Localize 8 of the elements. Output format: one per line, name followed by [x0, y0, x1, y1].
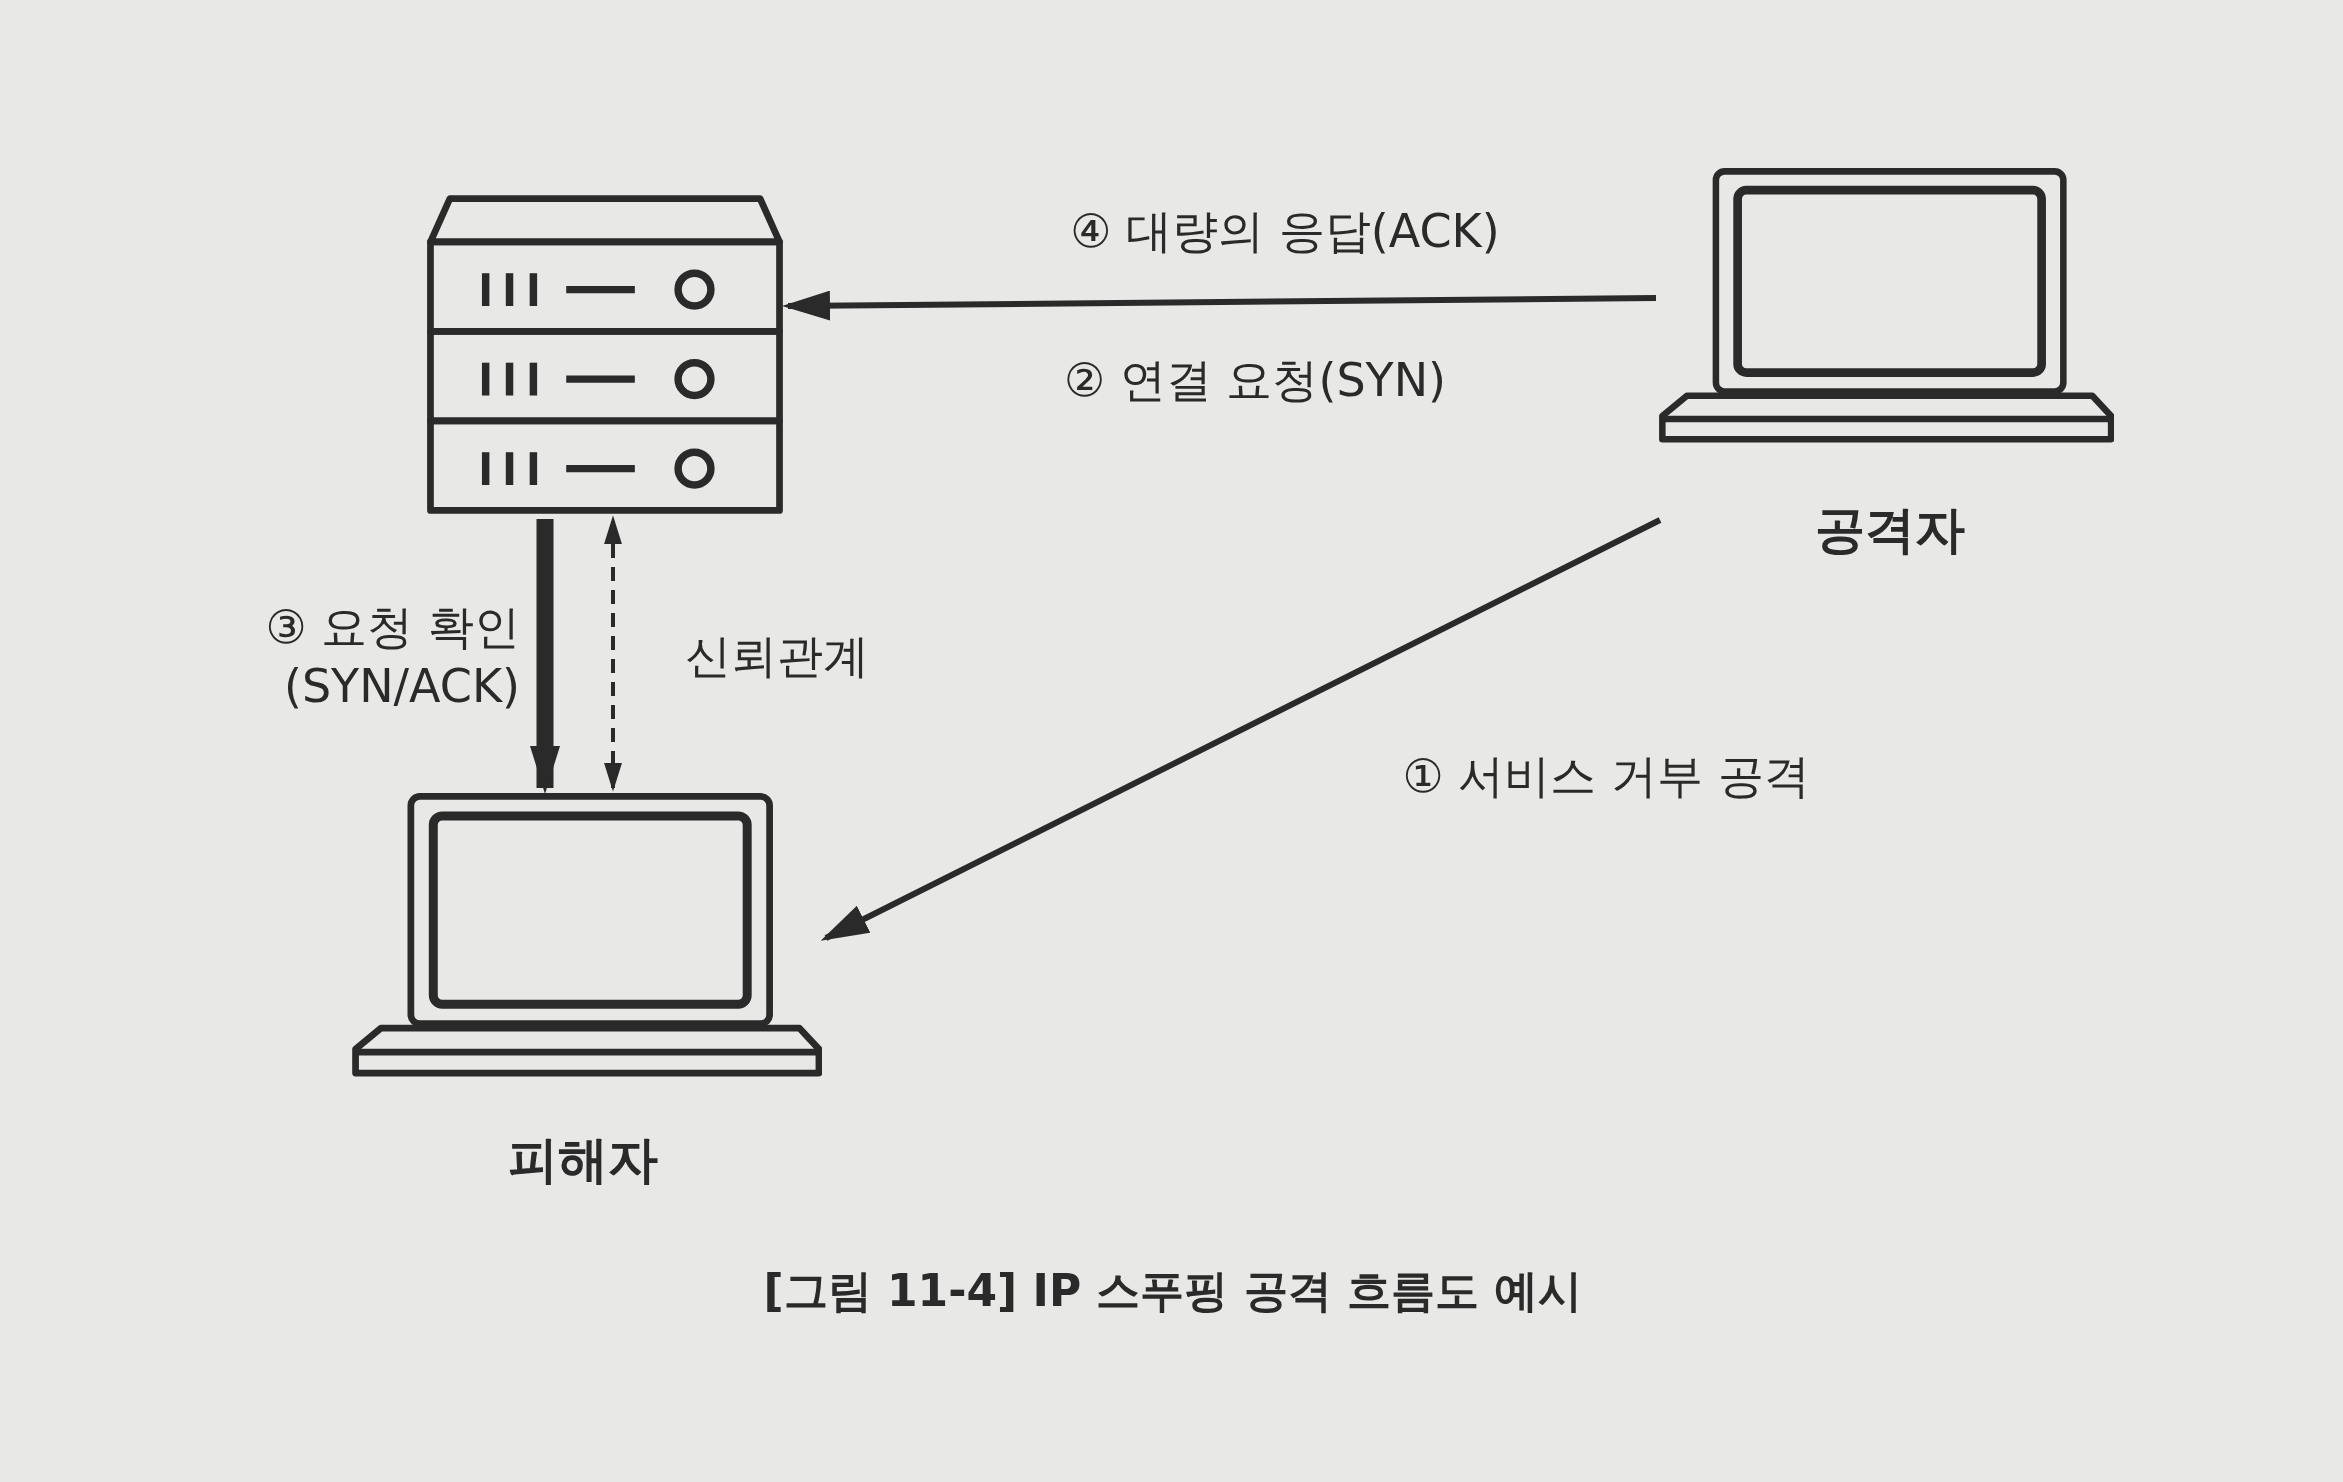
- role-label: 공격자: [1815, 500, 1965, 561]
- arrow: [820, 517, 1662, 941]
- role-label: 피해자: [508, 1130, 658, 1191]
- figure-caption: [그림 11-4] IP 스푸핑 공격 흐름도 예시: [763, 1264, 1583, 1318]
- arrow: [782, 290, 1657, 321]
- arrow: [530, 519, 560, 794]
- arrow: [604, 515, 622, 792]
- edge-label: ③ 요청 확인 (SYN/ACK): [264, 599, 521, 715]
